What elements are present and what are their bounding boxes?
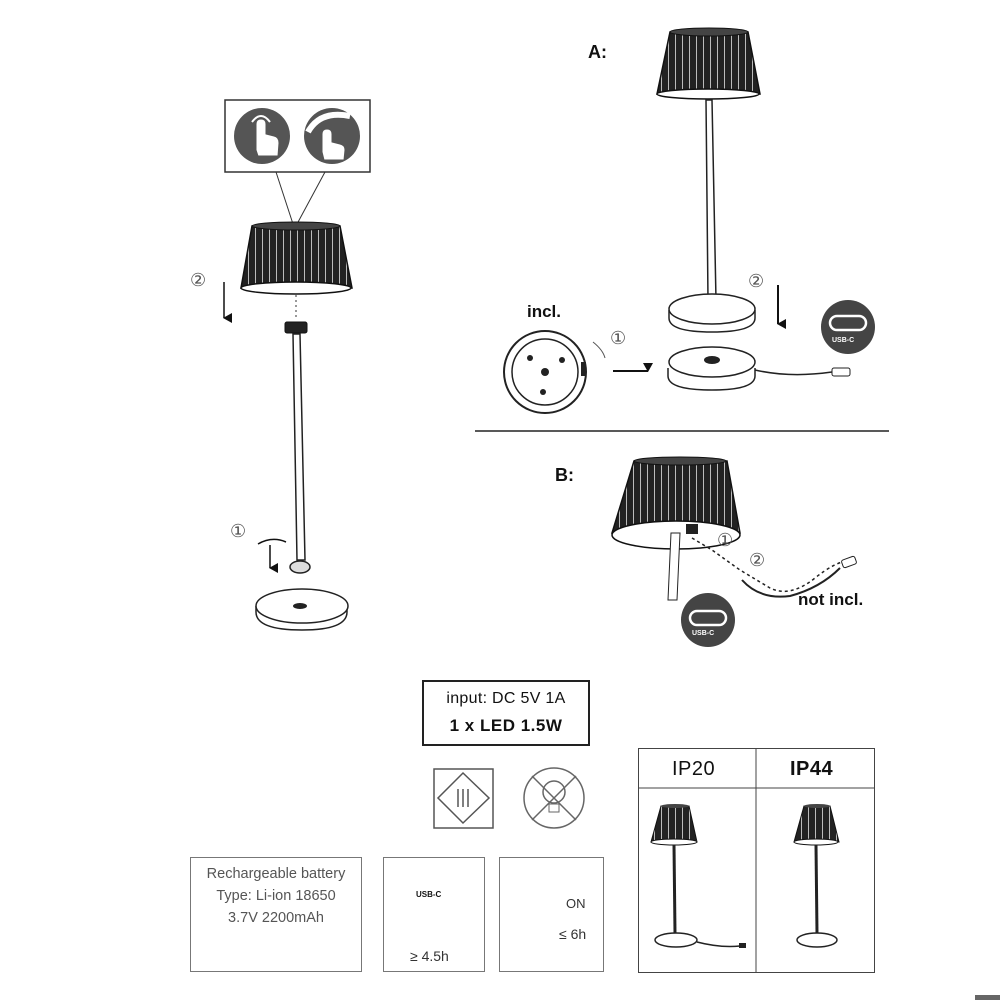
runtime-on-label: ON <box>566 896 586 911</box>
runtime-time: ≤ 6h <box>559 926 587 942</box>
ip44-lamp <box>793 804 840 948</box>
usb-badge-b: USB-C <box>692 630 715 637</box>
touch-tap-icon <box>234 108 290 164</box>
step-1-a: ① <box>610 328 627 348</box>
ip20-label: IP20 <box>672 758 716 780</box>
base-bottom-view <box>503 330 587 414</box>
lamp-shade-left <box>240 221 353 295</box>
lamp-base-left <box>255 588 349 631</box>
spec-box: input: DC 5V 1A 1 x LED 1.5W <box>422 680 590 746</box>
spec-led: 1 x LED 1.5W <box>449 716 563 735</box>
battery-line-3: 3.7V 2200mAh <box>228 910 324 926</box>
class-iii-icon <box>433 768 494 829</box>
section-b-label: B: <box>555 465 574 485</box>
ip-rating-table <box>638 748 875 973</box>
lamp-pole-a <box>705 99 717 301</box>
step-2-a: ② <box>748 271 765 291</box>
usb-badge-a: USB-C <box>832 337 855 344</box>
runtime-box <box>499 857 604 972</box>
charging-pad <box>667 346 851 391</box>
battery-line-1: Rechargeable battery <box>206 866 346 882</box>
lamp-base-a <box>668 293 756 333</box>
step-1-b: ① <box>717 530 734 550</box>
battery-line-2: Type: Li-ion 18650 <box>216 888 336 904</box>
ip44-label: IP44 <box>790 758 834 780</box>
charge-time: ≥ 4.5h <box>410 948 449 964</box>
pole-connector <box>284 321 308 334</box>
led-not-replaceable-icon <box>523 767 585 829</box>
section-a-label: A: <box>588 42 607 62</box>
step-2-left: ② <box>190 270 207 290</box>
step-2-b: ② <box>749 550 766 570</box>
step-1-left: ① <box>230 521 247 541</box>
lamp-shade-a <box>656 27 761 100</box>
included-label: incl. <box>527 302 562 321</box>
touch-dim-icon <box>304 108 360 164</box>
charge-usb-label: USB-C <box>416 890 442 899</box>
corner-mark <box>975 995 1000 1000</box>
spec-input: input: DC 5V 1A <box>446 690 566 707</box>
battery-box: Rechargeable battery Type: Li-ion 18650 … <box>190 857 362 972</box>
ip20-lamp <box>650 804 746 948</box>
usb-c-icon <box>681 593 735 647</box>
charging-box <box>383 857 485 972</box>
usb-c-icon <box>821 300 875 354</box>
lamp-pole-left <box>292 333 306 561</box>
not-included-label: not incl. <box>798 590 864 609</box>
